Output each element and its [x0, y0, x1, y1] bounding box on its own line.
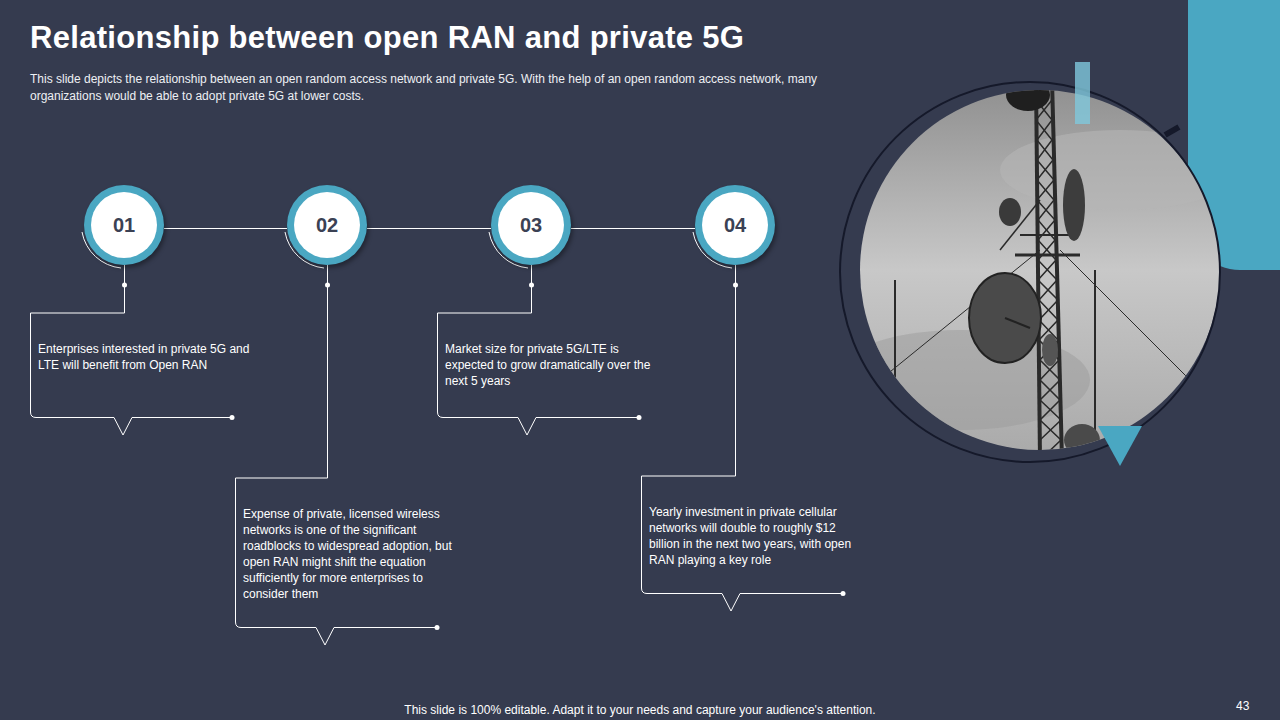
photo-frame — [840, 82, 1220, 462]
circle-arc — [82, 232, 732, 268]
callout-text: Enterprises interested in private 5G and… — [38, 341, 252, 373]
slide-caption: This slide depicts the relationship betw… — [30, 71, 880, 105]
step-number: 02 — [287, 185, 367, 265]
slide-title: Relationship between open RAN and privat… — [30, 20, 744, 56]
step-circle: 02 — [287, 185, 367, 265]
step-number: 04 — [695, 185, 775, 265]
connector — [236, 265, 331, 478]
callout-box: Enterprises interested in private 5G and… — [30, 313, 262, 418]
connector — [31, 265, 128, 313]
page-number: 43 — [1236, 699, 1249, 713]
step-circle: 04 — [695, 185, 775, 265]
accent-mark — [1164, 124, 1181, 137]
connector — [438, 265, 535, 313]
accent-bar — [1075, 62, 1090, 124]
connector — [642, 265, 739, 476]
callout-box: Yearly investment in private cellular ne… — [641, 476, 873, 594]
connector — [367, 228, 491, 229]
connector — [164, 228, 287, 229]
connector — [571, 228, 695, 229]
callout-box: Expense of private, licensed wireless ne… — [235, 478, 467, 628]
step-number: 01 — [84, 185, 164, 265]
callout-text: Expense of private, licensed wireless ne… — [243, 506, 457, 602]
step-circle: 03 — [491, 185, 571, 265]
footer-note: This slide is 100% editable. Adapt it to… — [340, 703, 940, 717]
callout-box: Market size for private 5G/LTE is expect… — [437, 313, 669, 418]
accent-triangle — [1098, 426, 1142, 466]
step-number: 03 — [491, 185, 571, 265]
callout-text: Yearly investment in private cellular ne… — [649, 504, 863, 568]
step-circle: 01 — [84, 185, 164, 265]
callout-text: Market size for private 5G/LTE is expect… — [445, 341, 659, 389]
